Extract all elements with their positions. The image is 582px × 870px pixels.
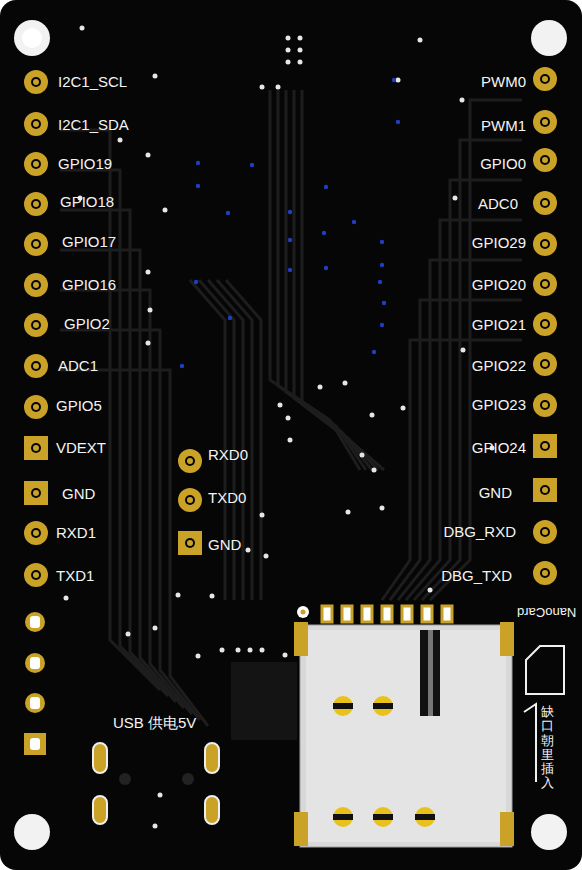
pin-label: GPIO29 [472, 234, 526, 252]
led-pads [24, 612, 46, 755]
pin-label: USB 供电5V [113, 714, 196, 732]
pin-label: GPIO0 [480, 155, 526, 173]
ic-chip [231, 662, 297, 740]
pin-label: PWM0 [481, 73, 526, 91]
pin-label: DBG_RXD [443, 523, 516, 541]
pin-label: GND [208, 536, 241, 554]
pin-label: RXD0 [208, 446, 248, 464]
usb-pads [93, 743, 219, 824]
pin-label: GPIO5 [56, 397, 102, 415]
pin-label: GPIO16 [62, 276, 116, 294]
pin-label: I2C1_SCL [58, 73, 127, 91]
pin-label: ADC0 [478, 195, 518, 213]
vias [64, 26, 495, 829]
pin-label: GPIO18 [60, 193, 114, 211]
pin-label: TXD1 [56, 567, 94, 585]
pin-label: GPIO23 [472, 396, 526, 414]
pin-label: RXD1 [56, 524, 96, 542]
mounting-holes [14, 20, 567, 850]
sim-pins [322, 606, 452, 622]
pin-label: GPIO24 [472, 439, 526, 457]
pin-label: TXD0 [208, 489, 246, 507]
pin-label: GPIO20 [472, 276, 526, 294]
pin-label: DBG_TXD [441, 567, 512, 585]
pin-label: GPIO17 [62, 233, 116, 251]
instruction-text: 缺口朝里插入 [541, 705, 554, 791]
pin-label: ADC1 [58, 357, 98, 375]
sim-card-holder [294, 606, 514, 847]
pin-label: GPIO19 [58, 155, 112, 173]
sim-contacts [333, 696, 435, 827]
pin-label: NanoCard [517, 603, 576, 621]
pin-label: GPIO22 [472, 357, 526, 375]
pin-label: PWM1 [481, 117, 526, 135]
pin-label: GPIO21 [472, 316, 526, 334]
pin-label: GND [62, 485, 95, 503]
pin-label: GND [479, 484, 512, 502]
pin-label: I2C1_SDA [58, 116, 129, 134]
pin-label: GPIO2 [64, 315, 110, 333]
header-pads [24, 67, 557, 587]
pin-label: VDEXT [56, 439, 106, 457]
